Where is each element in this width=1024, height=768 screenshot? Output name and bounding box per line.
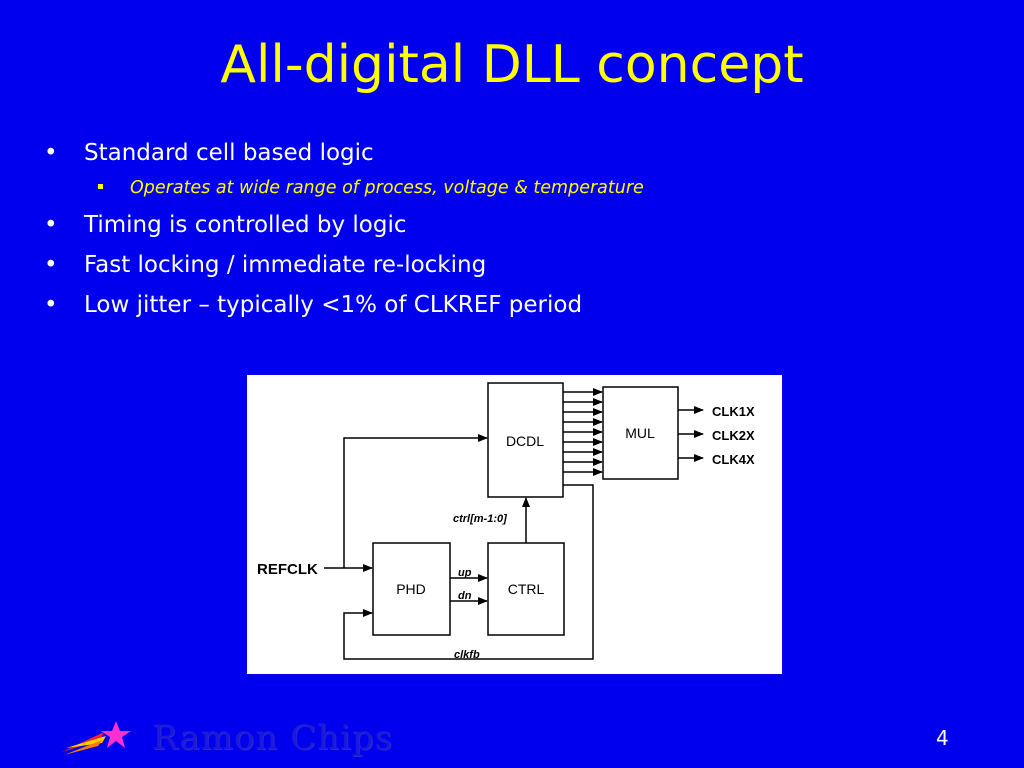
brand-name: Ramon Chips (152, 718, 394, 758)
refclk-to-dcdl-line (343, 434, 488, 568)
bullet-text: Fast locking / immediate re-locking (84, 252, 487, 278)
dcdl-block (487, 382, 564, 498)
bullet-dot-icon: • (44, 212, 58, 238)
bullet-item: • Timing is controlled by logic (44, 208, 644, 246)
dcdl-tap-lines (563, 388, 603, 476)
square-bullet-icon (98, 184, 103, 189)
diagram-svg: DCDL MUL PHD CTRL CLK1X CLK2X CLK4X REFC… (257, 382, 755, 661)
sub-bullet-text: Operates at wide range of process, volta… (130, 178, 644, 198)
slide-title: All-digital DLL concept (220, 35, 804, 95)
sub-bullet-item: Operates at wide range of process, volta… (44, 174, 644, 208)
dll-block-diagram: DCDL MUL PHD CTRL CLK1X CLK2X CLK4X REFC… (247, 375, 782, 674)
bullet-item: • Fast locking / immediate re-locking (44, 248, 644, 286)
phd-block (372, 542, 451, 636)
clk1x-label: CLK1X (712, 404, 755, 419)
ctrl-block (487, 542, 565, 636)
clk4x-label: CLK4X (712, 452, 755, 467)
bullet-dot-icon: • (44, 140, 58, 166)
bullet-dot-icon: • (44, 252, 58, 278)
bullet-text: Low jitter – typically <1% of CLKREF per… (84, 292, 583, 318)
star-comet-logo-icon (62, 721, 131, 755)
up-label: up (458, 567, 472, 579)
ctrl-bus-label: ctrl[m-1:0] (453, 513, 507, 525)
clkfb-line (343, 484, 594, 660)
bullet-text: Timing is controlled by logic (84, 212, 407, 238)
dn-label: dn (458, 590, 472, 602)
ctrl-label: CTRL (508, 581, 545, 597)
bullet-item: • Standard cell based logic (44, 136, 644, 174)
page-number: 4 (936, 726, 949, 750)
bullet-text: Standard cell based logic (84, 140, 374, 166)
mul-block (602, 386, 679, 480)
phd-label: PHD (396, 581, 426, 597)
clkfb-label: clkfb (454, 649, 480, 661)
clk2x-label: CLK2X (712, 428, 755, 443)
bullet-list: • Standard cell based logic Operates at … (44, 136, 644, 326)
mul-label: MUL (625, 425, 655, 441)
dcdl-label: DCDL (506, 433, 544, 449)
bullet-item: • Low jitter – typically <1% of CLKREF p… (44, 288, 644, 326)
refclk-label: REFCLK (257, 561, 318, 578)
bullet-dot-icon: • (44, 292, 58, 318)
